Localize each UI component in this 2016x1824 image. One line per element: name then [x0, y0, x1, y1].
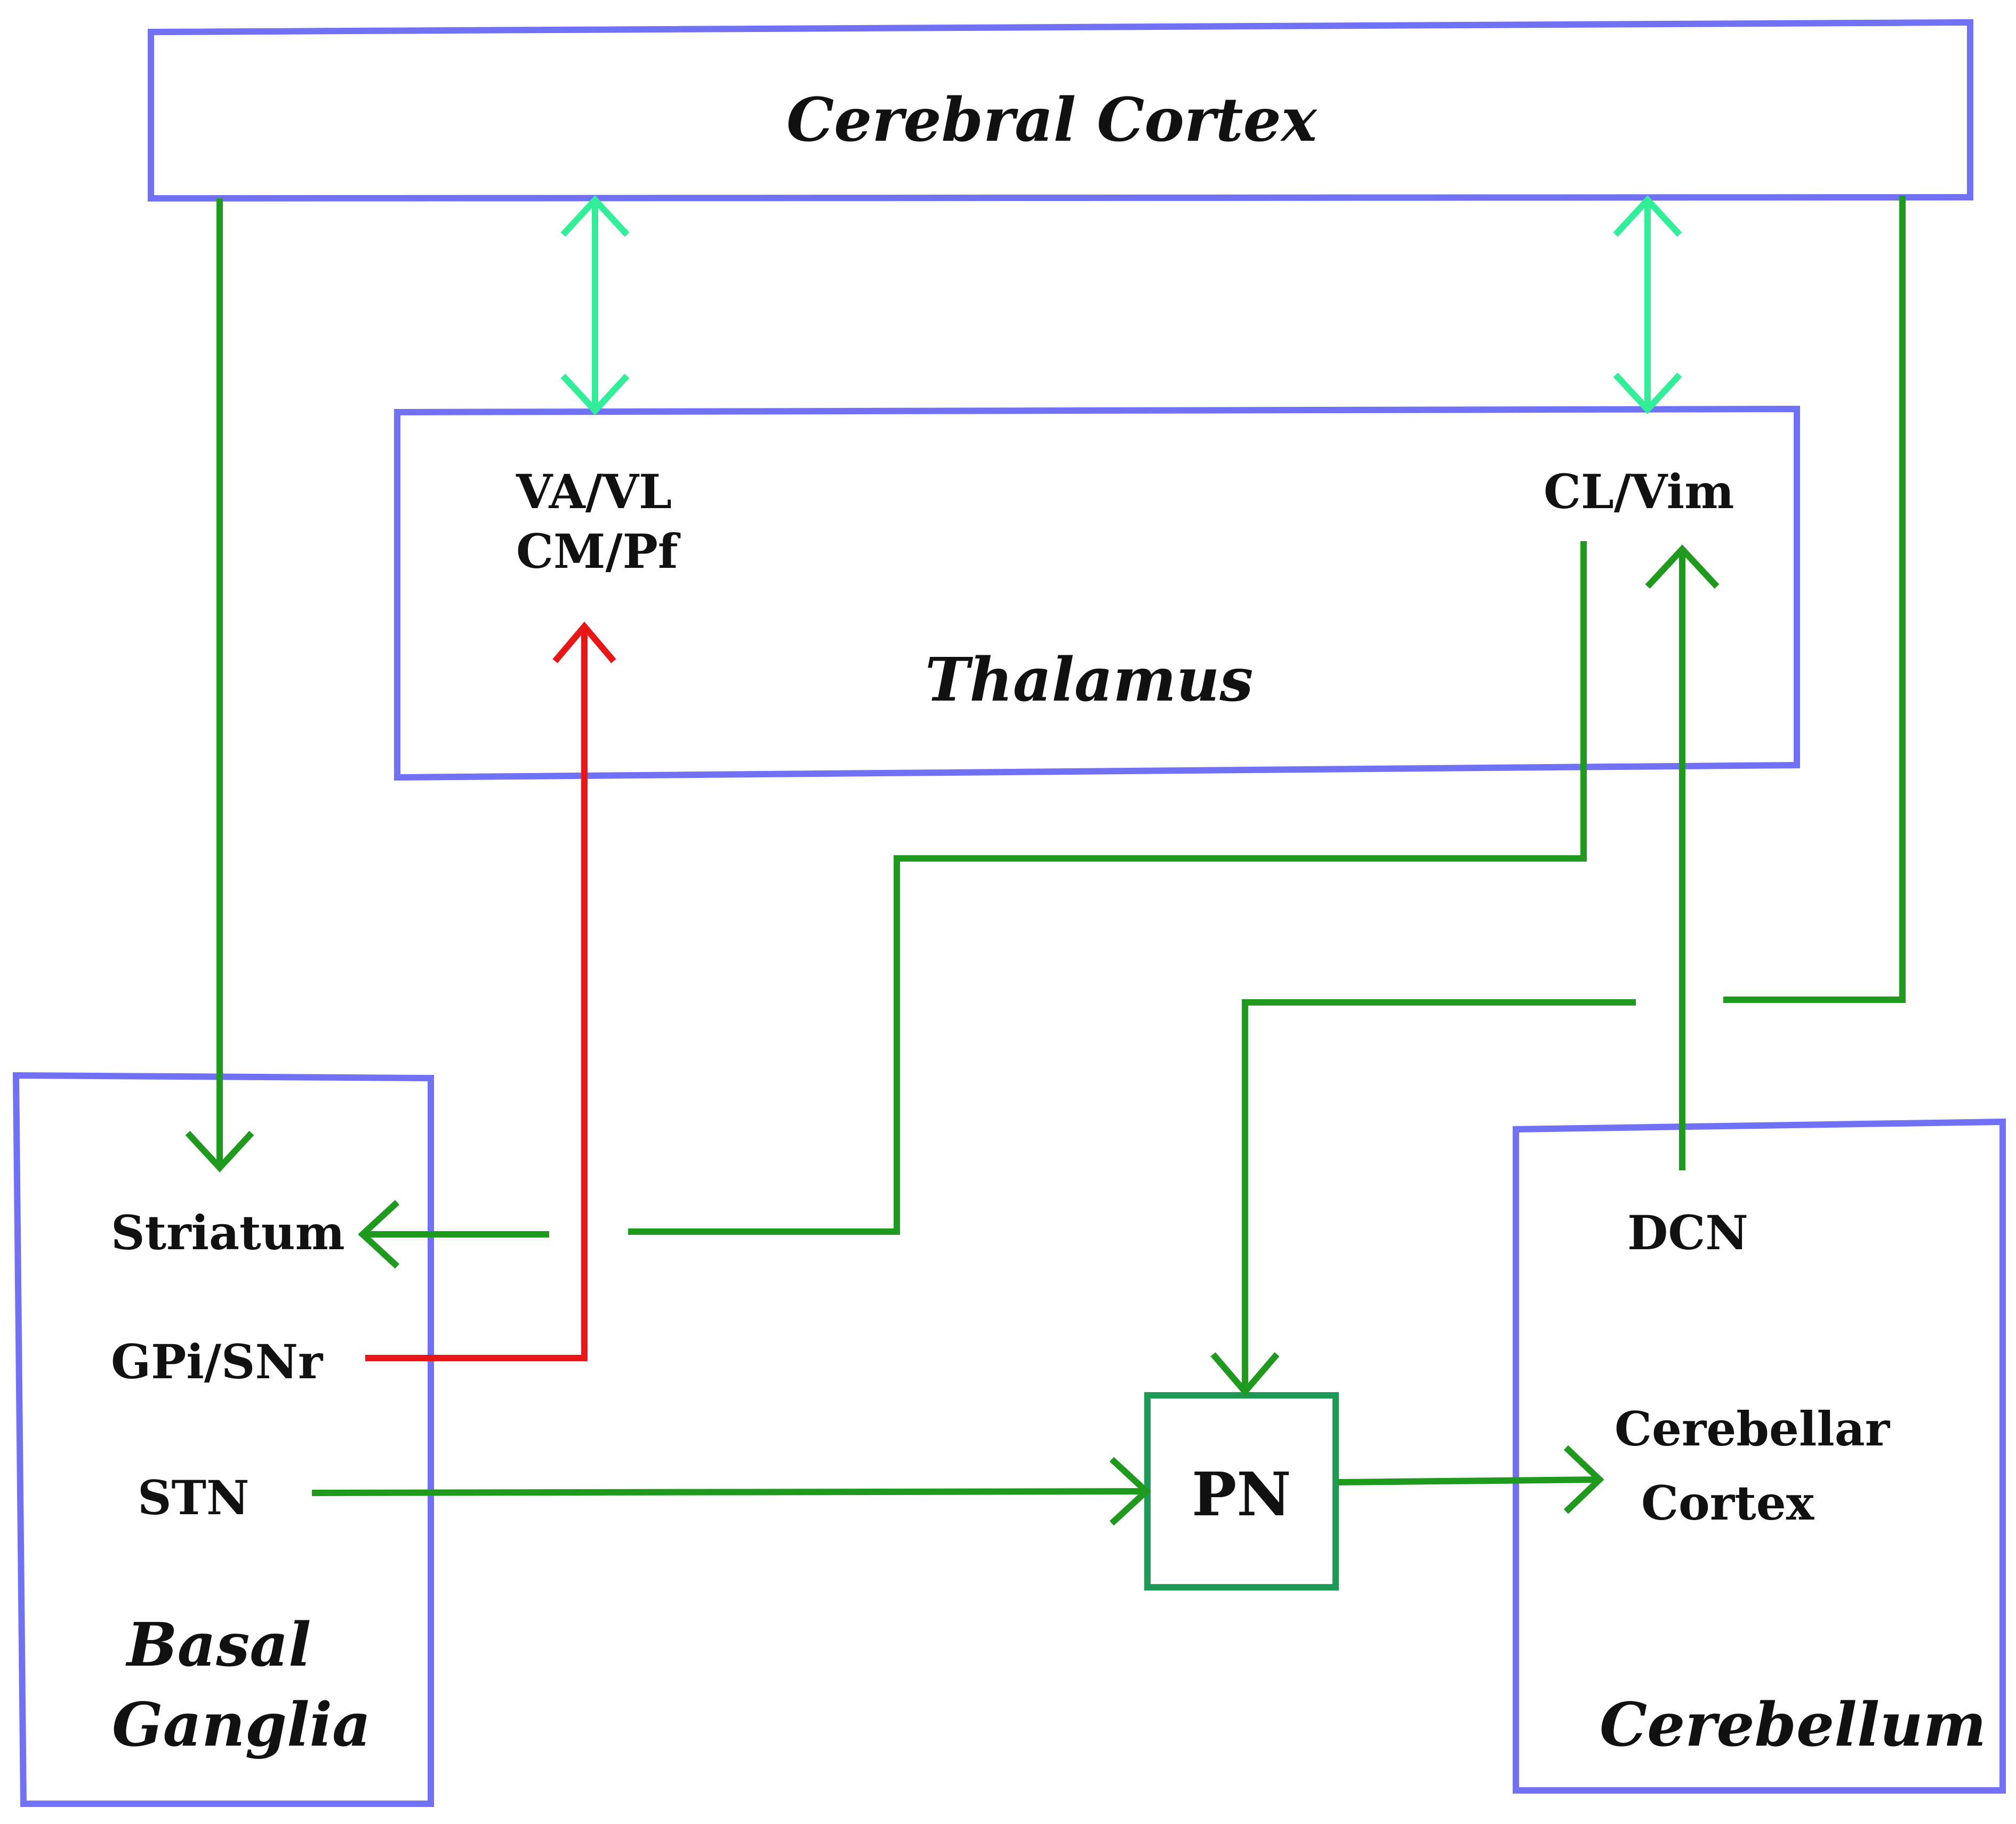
basal-ganglia-box: [12, 1072, 434, 1807]
gpi-snr-label: GPi/SNr: [111, 1334, 323, 1389]
stn-label: STN: [138, 1470, 250, 1525]
dcn-label: DCN: [1627, 1205, 1748, 1260]
thalamus-box: [394, 405, 1800, 781]
cerebellum-box: [1513, 1118, 2006, 1794]
cerebral-cortex-title: Cerebral Cortex: [786, 85, 1317, 155]
striatum-label: Striatum: [111, 1205, 345, 1260]
cortex-thalamus-va-arrow: [560, 195, 630, 415]
cerebral-cortex-box: [148, 19, 1973, 202]
cortex-to-pn-pathway: [1210, 196, 1906, 1397]
cerebellar-cortex-label-line2: Cortex: [1641, 1475, 1814, 1531]
basal-ganglia-title-line2: Ganglia: [112, 1690, 371, 1760]
basal-ganglia-title-line1: Basal: [127, 1610, 311, 1680]
cl-vim-label: CL/Vim: [1544, 464, 1734, 519]
stn-to-pn-pathway: [311, 1457, 1151, 1526]
cortex-thalamus-cl-arrow: [1613, 195, 1682, 414]
va-vl-label: VA/VL: [516, 464, 672, 519]
pn-to-cerebellar-cortex-pathway: [1338, 1445, 1604, 1514]
dcn-to-thalamus-pathway: [1645, 544, 1720, 1170]
pn-label: PN: [1192, 1460, 1291, 1530]
cortex-to-striatum-pathway: [185, 198, 254, 1172]
thalamus-to-striatum-pathway: [358, 541, 1587, 1269]
cerebellar-cortex-label-line1: Cerebellar: [1615, 1401, 1890, 1457]
gpi-to-thalamus-inhibitory-pathway: [365, 621, 616, 1361]
thalamus-title: Thalamus: [925, 645, 1254, 715]
cm-pf-label: CM/Pf: [516, 524, 678, 579]
cerebellum-title: Cerebellum: [1600, 1690, 1987, 1760]
